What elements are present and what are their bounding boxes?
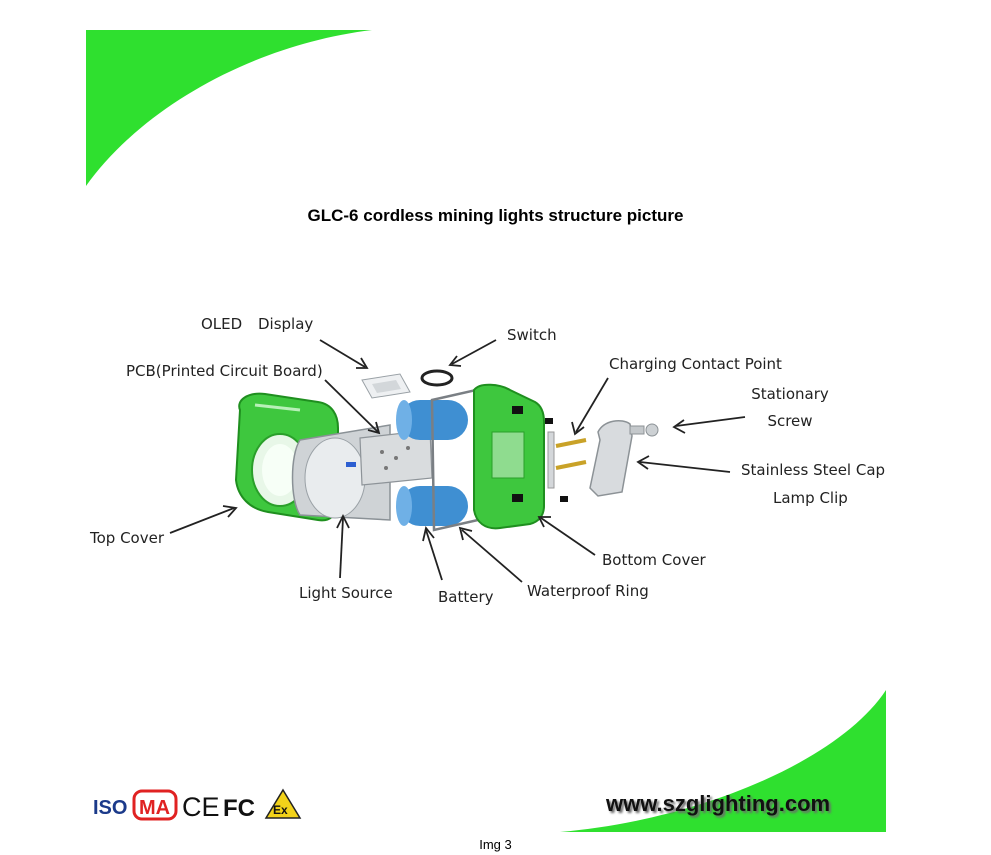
label-oled: OLED bbox=[201, 315, 243, 333]
label-screw: Screw bbox=[767, 412, 813, 430]
certification-logos: ISO MA CE FC Ex bbox=[93, 788, 302, 822]
iso-logo: ISO bbox=[93, 797, 127, 819]
label-display: Display bbox=[258, 315, 314, 333]
callout-arrows bbox=[169, 339, 746, 583]
label-lamp-clip: Lamp Clip bbox=[773, 489, 848, 507]
stationary-screw-part bbox=[629, 423, 659, 437]
bottom-right-green-swoosh bbox=[560, 690, 886, 832]
label-battery: Battery bbox=[438, 588, 494, 606]
lamp-illustration bbox=[234, 369, 659, 532]
label-stainless-steel-cap: Stainless Steel Cap bbox=[741, 461, 886, 479]
top-left-green-swoosh bbox=[86, 30, 372, 186]
image-caption: Img 3 bbox=[479, 837, 512, 852]
ma-logo: MA bbox=[139, 797, 170, 819]
label-bottom-cover: Bottom Cover bbox=[602, 551, 706, 569]
oled-display-part bbox=[361, 373, 411, 399]
diagram-title: GLC-6 cordless mining lights structure p… bbox=[307, 206, 684, 225]
label-pcb: PCB(Printed Circuit Board) bbox=[126, 362, 323, 380]
lamp-clip-part bbox=[589, 419, 633, 497]
switch-part bbox=[420, 369, 454, 387]
bottom-cover-part bbox=[473, 383, 545, 530]
label-switch: Switch bbox=[507, 326, 557, 344]
ex-logo: Ex bbox=[273, 803, 288, 817]
label-waterproof-ring: Waterproof Ring bbox=[527, 582, 649, 600]
ce-logo: CE bbox=[182, 792, 220, 822]
label-stationary: Stationary bbox=[751, 385, 829, 403]
label-charging-contact-point: Charging Contact Point bbox=[609, 355, 782, 373]
label-top-cover: Top Cover bbox=[90, 529, 165, 547]
label-light-source: Light Source bbox=[299, 584, 393, 602]
fc-logo: FC bbox=[223, 795, 255, 822]
website-url[interactable]: www.szglighting.com bbox=[606, 791, 831, 816]
charging-contact-part bbox=[545, 418, 587, 502]
light-source-part bbox=[291, 424, 391, 521]
